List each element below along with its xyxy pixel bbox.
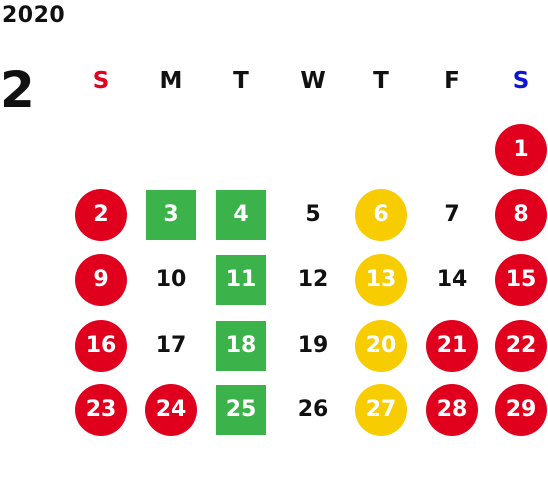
weekday-header-sun: S — [92, 68, 110, 94]
day-cell-2[interactable]: 2 — [75, 189, 127, 241]
day-cell-15[interactable]: 15 — [495, 254, 547, 306]
day-cell-23[interactable]: 23 — [75, 384, 127, 436]
day-cell-25[interactable]: 25 — [216, 385, 266, 435]
day-cell-5[interactable]: 5 — [305, 202, 321, 227]
day-cell-1[interactable]: 1 — [495, 124, 547, 176]
day-cell-17[interactable]: 17 — [155, 333, 187, 358]
day-cell-4[interactable]: 4 — [216, 190, 266, 240]
day-cell-22[interactable]: 22 — [495, 320, 547, 372]
day-cell-20[interactable]: 20 — [355, 320, 407, 372]
day-cell-8[interactable]: 8 — [495, 189, 547, 241]
day-cell-27[interactable]: 27 — [355, 384, 407, 436]
weekday-header-tue: T — [233, 68, 249, 94]
day-cell-26[interactable]: 26 — [297, 397, 329, 422]
weekday-header-mon: M — [159, 68, 183, 94]
calendar-month: 2 — [0, 61, 35, 119]
weekday-header-wed: W — [300, 68, 326, 94]
day-cell-18[interactable]: 18 — [216, 321, 266, 371]
day-cell-24[interactable]: 24 — [145, 384, 197, 436]
day-cell-11[interactable]: 11 — [216, 255, 266, 305]
day-cell-9[interactable]: 9 — [75, 254, 127, 306]
calendar-year: 2020 — [2, 3, 66, 28]
day-cell-3[interactable]: 3 — [146, 190, 196, 240]
day-cell-10[interactable]: 10 — [155, 267, 187, 292]
day-cell-16[interactable]: 16 — [75, 320, 127, 372]
weekday-header-fri: F — [444, 68, 460, 94]
day-cell-29[interactable]: 29 — [495, 384, 547, 436]
weekday-header-sat: S — [512, 68, 530, 94]
day-cell-12[interactable]: 12 — [297, 267, 329, 292]
weekday-header-thu: T — [373, 68, 389, 94]
day-cell-21[interactable]: 21 — [426, 320, 478, 372]
day-cell-14[interactable]: 14 — [436, 267, 468, 292]
day-cell-6[interactable]: 6 — [355, 189, 407, 241]
day-cell-28[interactable]: 28 — [426, 384, 478, 436]
day-cell-13[interactable]: 13 — [355, 254, 407, 306]
day-cell-7[interactable]: 7 — [444, 202, 460, 227]
day-cell-19[interactable]: 19 — [297, 333, 329, 358]
